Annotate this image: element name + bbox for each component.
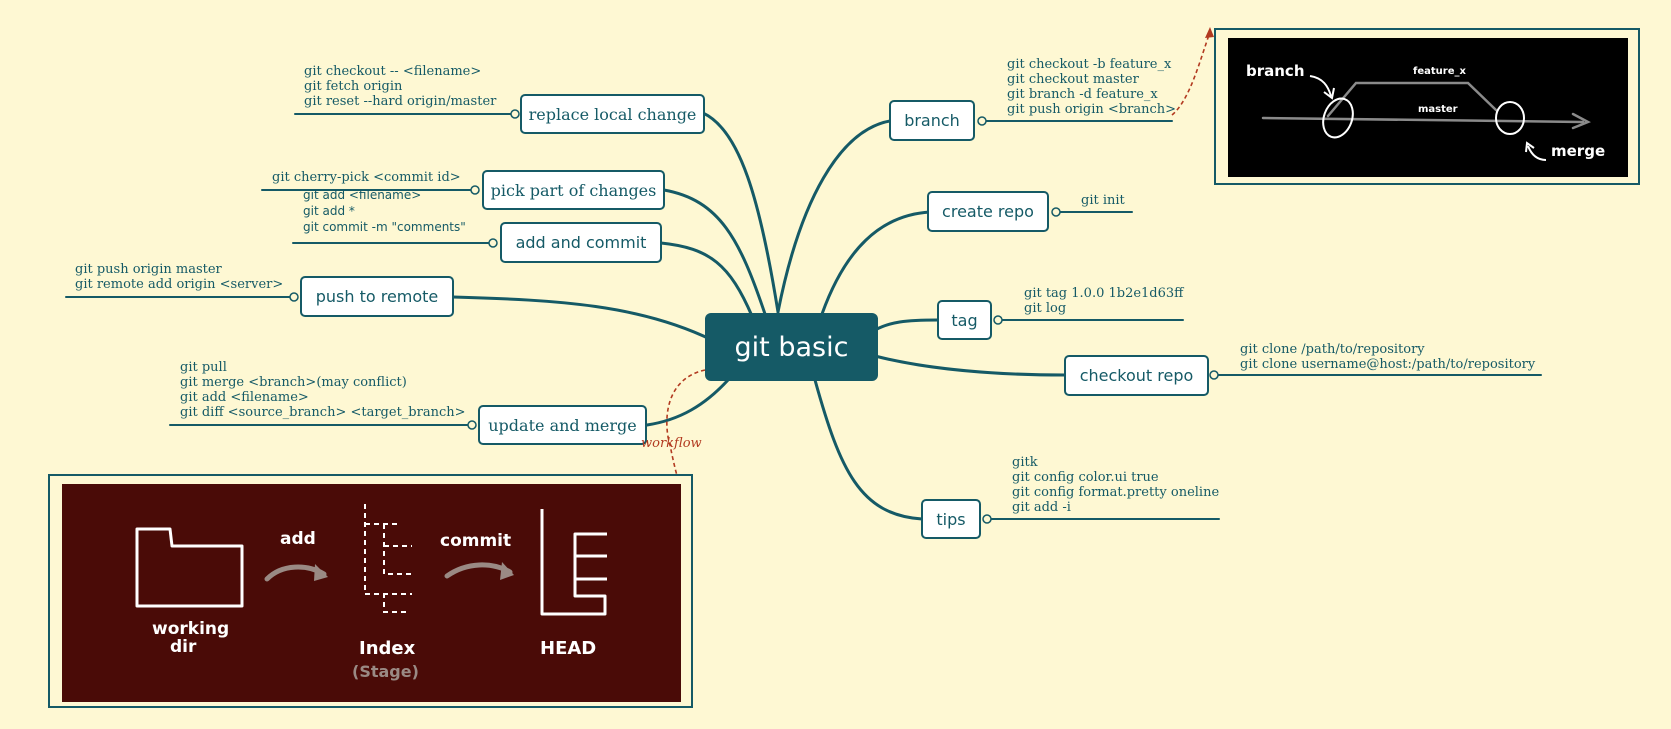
feature-x-image-label: feature_x	[1413, 66, 1466, 77]
node-replace-local-change[interactable]: replace local change	[520, 94, 705, 134]
node-push-to-remote[interactable]: push to remote	[300, 276, 454, 317]
node-add-and-commit[interactable]: add and commit	[500, 222, 662, 263]
command-text: git clone /path/to/repository	[1240, 342, 1425, 357]
connector-dot	[1051, 207, 1061, 217]
connector-dot	[1209, 370, 1219, 380]
commands-add-and-commit: git add <filename> git add * git commit …	[303, 187, 466, 235]
command-text: git add *	[303, 204, 355, 218]
add-label: add	[280, 529, 316, 549]
command-text: git push origin master	[75, 262, 222, 277]
command-text: git reset --hard origin/master	[304, 94, 497, 109]
node-checkout-repo[interactable]: checkout repo	[1064, 355, 1209, 396]
commands-tips: gitk git config color.ui true git config…	[1012, 455, 1219, 515]
command-text: git pull	[180, 360, 227, 375]
connector-replace-local-change	[701, 111, 780, 314]
working-dir-label-2: dir	[170, 637, 197, 657]
connector-dot	[993, 315, 1003, 325]
folder-icon	[135, 527, 244, 608]
connector-create-repo	[820, 210, 932, 316]
command-text: git tag 1.0.0 1b2e1d63ff	[1024, 286, 1184, 301]
connector-dot	[977, 116, 987, 126]
command-text: git clone username@host:/path/to/reposit…	[1240, 357, 1536, 372]
command-text: git fetch origin	[304, 79, 403, 94]
command-text: git remote add origin <server>	[75, 277, 284, 292]
commands-push-to-remote: git push origin master git remote add or…	[75, 262, 283, 292]
command-text: git config format.pretty oneline	[1012, 485, 1220, 500]
command-text: git add -i	[1012, 500, 1071, 515]
commands-checkout-repo: git clone /path/to/repository git clone …	[1240, 342, 1535, 372]
commands-pick-part-of-changes: git cherry-pick <commit id>	[272, 170, 461, 185]
command-text: git diff <source_branch> <target_branch>	[180, 405, 466, 420]
command-text: git merge <branch>(may conflict)	[180, 375, 407, 390]
node-pick-part-of-changes[interactable]: pick part of changes	[482, 170, 665, 210]
head-label: HEAD	[540, 638, 596, 659]
branch-image-frame: branch feature_x master merge	[1214, 28, 1640, 185]
command-text: git push origin <branch>	[1007, 102, 1176, 117]
connector-pick-part-of-changes	[662, 188, 767, 316]
node-update-and-merge[interactable]: update and merge	[478, 405, 647, 445]
commands-tag: git tag 1.0.0 1b2e1d63ff git log	[1024, 286, 1183, 316]
connector-dot	[467, 420, 477, 430]
workflow-diagram-image: add commit working dir Index (Stage) HEA…	[62, 484, 681, 702]
command-text: git checkout master	[1007, 72, 1139, 87]
stage-label: (Stage)	[352, 662, 419, 681]
working-dir-label-1: working	[152, 619, 229, 639]
index-icon	[364, 504, 412, 613]
node-tips[interactable]: tips	[921, 499, 981, 539]
workflow-relationship-label: workflow	[641, 436, 702, 451]
commit-label: commit	[440, 531, 511, 551]
commands-create-repo: git init	[1081, 193, 1125, 208]
index-label: Index	[359, 638, 416, 659]
command-text: git checkout -b feature_x	[1007, 57, 1172, 72]
branch-diagram-image: branch feature_x master merge	[1228, 38, 1628, 177]
arrowhead-icon	[1205, 27, 1214, 38]
commands-replace-local-change: git checkout -- <filename> git fetch ori…	[304, 64, 496, 109]
connector-checkout-repo	[873, 354, 1067, 377]
root-node[interactable]: git basic	[705, 313, 878, 381]
connector-dot	[982, 514, 992, 524]
command-text: git init	[1081, 193, 1125, 208]
merge-image-label: merge	[1551, 142, 1605, 160]
branch-image-label: branch	[1246, 62, 1305, 80]
node-tag[interactable]: tag	[937, 300, 992, 340]
command-text: git branch -d feature_x	[1007, 87, 1158, 102]
command-text: git add <filename>	[180, 390, 309, 405]
commands-branch: git checkout -b feature_x git checkout m…	[1007, 57, 1176, 117]
connector-branch	[776, 119, 892, 314]
command-text: git log	[1024, 301, 1067, 316]
command-text: git commit -m "comments"	[303, 220, 466, 234]
command-text: git add <filename>	[303, 188, 422, 202]
connector-update-and-merge	[645, 378, 730, 427]
command-text: git checkout -- <filename>	[304, 64, 482, 79]
command-text: git cherry-pick <commit id>	[272, 170, 461, 185]
connector-dot	[289, 292, 299, 302]
node-branch[interactable]: branch	[889, 100, 975, 141]
command-text: git config color.ui true	[1012, 470, 1159, 485]
commands-update-and-merge: git pull git merge <branch>(may conflict…	[180, 360, 466, 420]
master-image-label: master	[1418, 104, 1458, 115]
head-icon	[540, 509, 607, 616]
connector-add-and-commit	[659, 241, 754, 318]
connector-dot	[510, 109, 520, 119]
command-text: gitk	[1012, 455, 1038, 470]
connector-tag	[873, 318, 940, 332]
connector-tips	[813, 378, 924, 521]
connector-dot	[488, 238, 498, 248]
workflow-image-frame: add commit working dir Index (Stage) HEA…	[48, 474, 693, 708]
relationship-branch-image	[1171, 31, 1211, 116]
connector-push-to-remote	[451, 295, 714, 342]
node-create-repo[interactable]: create repo	[927, 191, 1049, 232]
connector-dot	[470, 185, 480, 195]
